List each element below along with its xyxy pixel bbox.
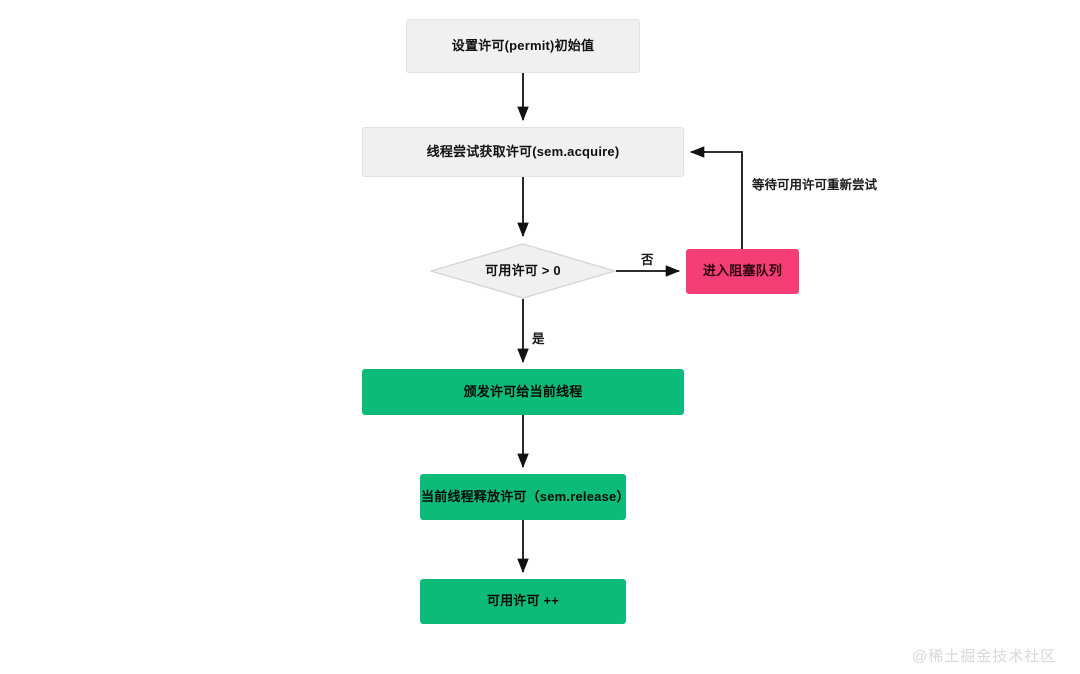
edge-label-yes: 是 [532, 332, 545, 346]
node-set-initial-permits[interactable]: 设置许可(permit)初始值 [406, 19, 640, 73]
watermark: @稀土掘金技术社区 [912, 648, 1057, 665]
node-label: 可用许可 > 0 [485, 262, 561, 278]
node-label: 当前线程释放许可（sem.release） [421, 488, 630, 504]
edge-label-no: 否 [641, 253, 654, 267]
node-label: 可用许可 ++ [486, 593, 560, 609]
node-increment-available-permits[interactable]: 可用许可 ++ [420, 579, 626, 624]
node-decision-permits-available[interactable]: 可用许可 > 0 [430, 243, 616, 299]
node-grant-permit-to-thread[interactable]: 颁发许可给当前线程 [362, 369, 684, 415]
edge-label-retry-wait: 等待可用许可重新尝试 [752, 178, 878, 192]
node-label: 线程尝试获取许可(sem.acquire) [426, 143, 620, 159]
edge-blocked-to-acquire-loop [689, 146, 743, 249]
node-label: 设置许可(permit)初始值 [451, 37, 595, 53]
diamond-shape-icon [430, 243, 616, 299]
node-thread-release-permit[interactable]: 当前线程释放许可（sem.release） [420, 474, 630, 520]
node-thread-acquire-permit[interactable]: 线程尝试获取许可(sem.acquire) [362, 127, 684, 177]
node-label: 进入阻塞队列 [702, 263, 783, 279]
node-enter-blocking-queue[interactable]: 进入阻塞队列 [686, 249, 799, 294]
node-label: 颁发许可给当前线程 [463, 383, 583, 399]
